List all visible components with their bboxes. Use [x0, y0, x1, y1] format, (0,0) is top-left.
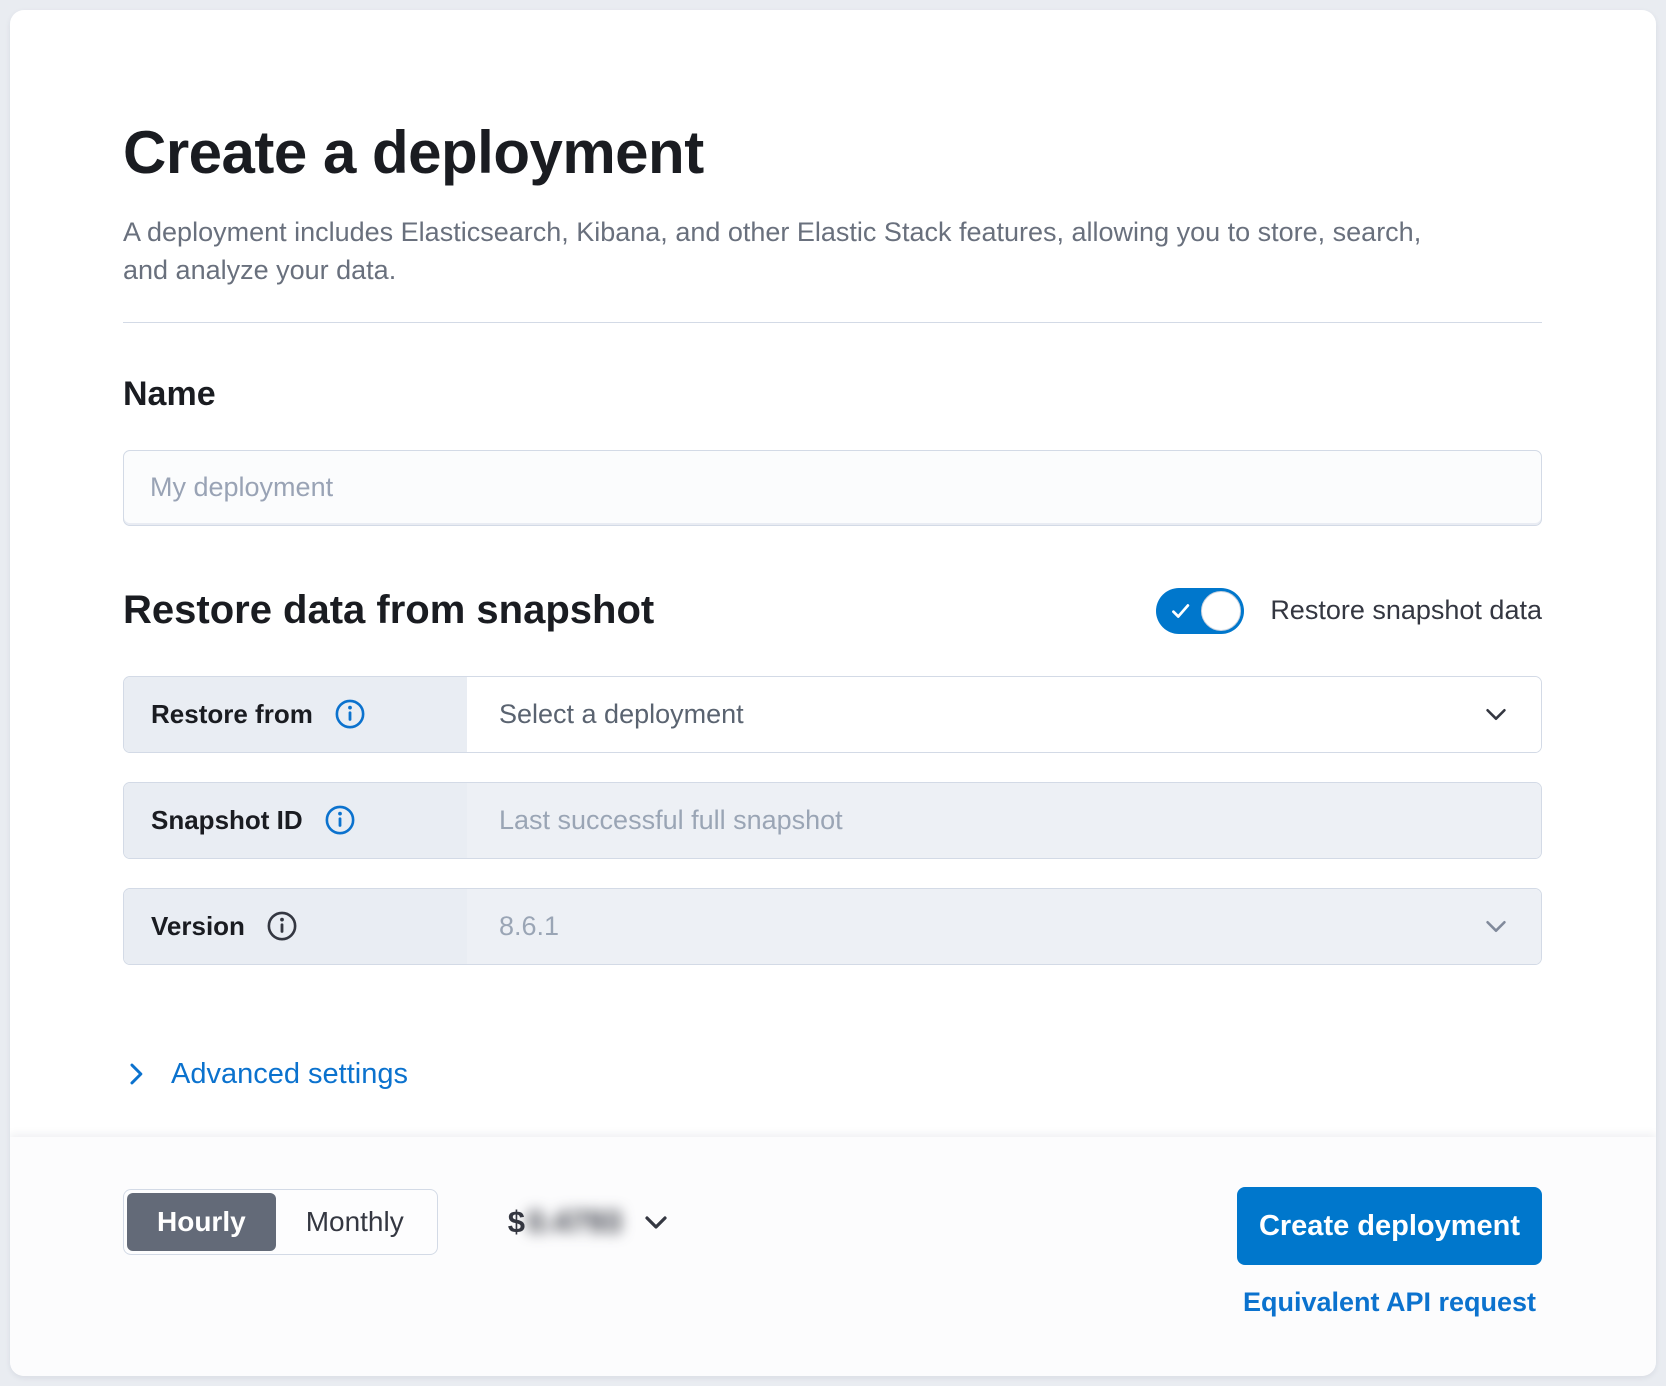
info-icon[interactable] — [335, 699, 365, 729]
price-currency: $ — [507, 1204, 525, 1239]
create-deployment-card: Create a deployment A deployment include… — [10, 10, 1656, 1376]
header-divider — [123, 321, 1542, 323]
restore-from-row: Restore from Select a deployment — [123, 675, 1542, 753]
chevron-down-icon — [1486, 921, 1506, 933]
snapshot-id-row: Snapshot ID Last successful full snapsho… — [123, 781, 1542, 859]
version-value: 8.6.1 — [499, 910, 560, 941]
check-icon — [1172, 603, 1190, 618]
snapshot-id-label: Snapshot ID — [151, 804, 303, 835]
main-content: Create a deployment A deployment include… — [10, 10, 1656, 1137]
toggle-label: Restore snapshot data — [1270, 595, 1542, 626]
version-select: 8.6.1 — [467, 888, 1541, 964]
primary-actions: Create deployment Equivalent API request — [1237, 1187, 1542, 1318]
restore-from-select[interactable]: Select a deployment — [467, 676, 1541, 752]
info-icon[interactable] — [325, 805, 355, 835]
restore-from-label-cell: Restore from — [124, 676, 467, 752]
restore-snapshot-toggle-group: Restore snapshot data — [1156, 587, 1542, 634]
snapshot-id-input: Last successful full snapshot — [467, 782, 1541, 858]
version-row: Version 8.6.1 — [123, 887, 1542, 965]
page-subtitle: A deployment includes Elasticsearch, Kib… — [123, 217, 1422, 286]
chevron-down-icon — [1486, 709, 1506, 721]
page-title: Create a deployment — [123, 119, 704, 186]
create-deployment-button[interactable]: Create deployment — [1237, 1187, 1542, 1265]
toggle-knob — [1201, 590, 1242, 631]
version-label-cell: Version — [124, 888, 467, 964]
billing-hourly-button[interactable]: Hourly — [127, 1193, 276, 1251]
bottom-bar: Hourly Monthly $ 0.4793 Create deploymen… — [10, 1137, 1656, 1376]
info-icon[interactable] — [267, 911, 297, 941]
billing-and-price: Hourly Monthly $ 0.4793 — [123, 1189, 672, 1255]
advanced-settings-label: Advanced settings — [171, 1057, 408, 1090]
deployment-name-input[interactable] — [123, 449, 1542, 526]
version-label: Version — [151, 910, 245, 941]
equivalent-api-request-link[interactable]: Equivalent API request — [1242, 1287, 1537, 1317]
name-heading: Name — [123, 374, 216, 413]
chevron-down-icon — [645, 1216, 667, 1229]
billing-monthly-button[interactable]: Monthly — [276, 1193, 434, 1251]
chevron-right-icon — [130, 1063, 143, 1085]
advanced-settings-link[interactable]: Advanced settings — [123, 1058, 408, 1091]
restore-from-value: Select a deployment — [499, 698, 744, 729]
price-amount-blurred: 0.4793 — [526, 1204, 622, 1239]
snapshot-form: Restore from Select a deployment — [123, 675, 1542, 965]
price-breakdown-toggle[interactable]: $ 0.4793 — [508, 1204, 672, 1240]
snapshot-id-placeholder: Last successful full snapshot — [499, 804, 843, 835]
restore-from-label: Restore from — [151, 698, 313, 729]
restore-snapshot-toggle[interactable] — [1156, 587, 1245, 634]
billing-interval-toggle: Hourly Monthly — [123, 1189, 438, 1255]
snapshot-heading: Restore data from snapshot — [123, 588, 655, 633]
snapshot-id-label-cell: Snapshot ID — [124, 782, 467, 858]
snapshot-section-header: Restore data from snapshot Restore snaps… — [123, 587, 1542, 634]
